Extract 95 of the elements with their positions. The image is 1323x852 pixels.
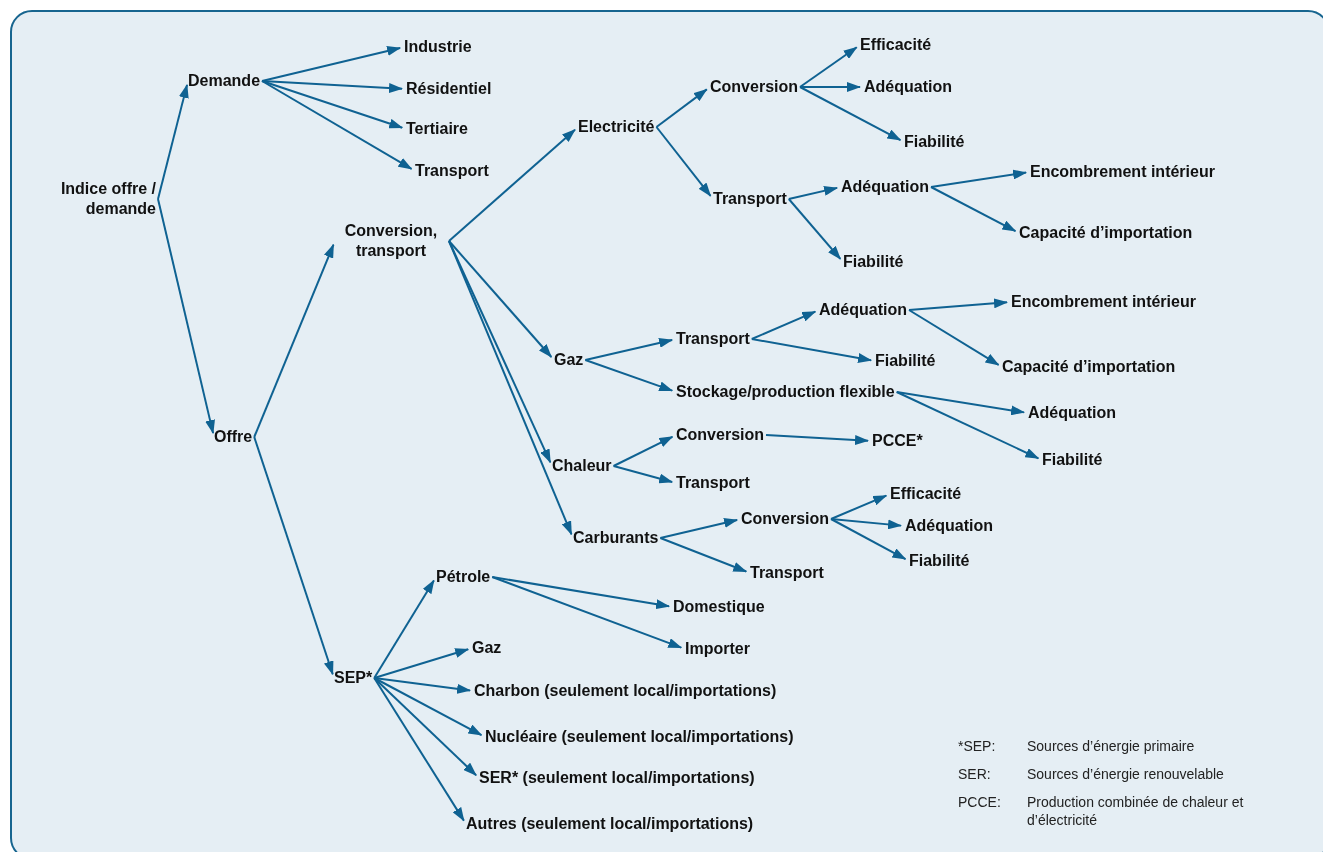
arrow [765, 434, 869, 446]
arrow [373, 677, 483, 737]
glossary-term: *SEP: [958, 737, 996, 755]
arrow [799, 86, 902, 142]
tree-label: Adéquation [819, 300, 907, 320]
tree-label: Adéquation [1028, 403, 1116, 423]
arrow [448, 240, 553, 358]
arrow [373, 579, 435, 679]
tree-label: Fiabilité [904, 132, 965, 152]
glossary-term: SER: [958, 765, 991, 783]
tree-label: Demande [188, 71, 261, 91]
arrow [655, 126, 712, 197]
arrow [655, 88, 708, 128]
arrow [261, 80, 404, 129]
arrow [908, 298, 1008, 311]
tree-label: Transport [676, 329, 750, 349]
tree-label: Transport [415, 161, 489, 181]
tree-label: Efficacité [890, 484, 962, 504]
glossary-definition: Sources d’énergie renouvelable [1027, 765, 1225, 783]
arrow [750, 310, 817, 340]
tree-label: Conversion [741, 509, 829, 529]
arrow [157, 83, 189, 200]
arrow [612, 435, 674, 467]
tree-label: Indice offre / demande [28, 179, 156, 219]
tree-label: Capacité d’importation [1002, 357, 1176, 377]
arrow [830, 494, 888, 520]
tree-label: Efficacité [860, 35, 932, 55]
arrow [261, 46, 402, 82]
arrow [373, 677, 465, 822]
arrow [830, 518, 907, 561]
arrow [491, 576, 683, 649]
tree-label: Gaz [554, 350, 584, 370]
tree-label: Tertiaire [406, 119, 468, 139]
arrow [448, 128, 576, 242]
tree-label: Transport [676, 473, 750, 493]
arrow [253, 436, 334, 676]
tree-label: Transport [713, 189, 787, 209]
arrow [787, 185, 839, 200]
arrow [261, 80, 413, 170]
arrow [612, 465, 674, 484]
arrow [491, 576, 671, 610]
arrow [799, 82, 861, 92]
arrow [157, 198, 215, 435]
arrow [799, 46, 858, 88]
arrow [908, 309, 1000, 366]
arrow [448, 240, 573, 536]
arrow [830, 518, 902, 530]
arrow [750, 338, 873, 363]
arrow [659, 518, 739, 539]
tree-label: Encombrement intérieur [1030, 162, 1215, 182]
arrow [584, 337, 674, 361]
tree-label: Domestique [673, 597, 765, 617]
arrow [261, 80, 403, 94]
glossary-definition: Sources d’énergie primaire [1027, 737, 1196, 755]
arrow [930, 186, 1017, 233]
tree-label: Fiabilité [1042, 450, 1103, 470]
tree-label: SEP* [334, 668, 373, 688]
tree-label: Adéquation [864, 77, 952, 97]
tree-label: SER* (seulement local/importations) [479, 768, 755, 788]
tree-label: Nucléaire (seulement local/importations) [485, 727, 794, 747]
tree-label: Encombrement intérieur [1011, 292, 1196, 312]
tree-label: Adéquation [905, 516, 993, 536]
arrow [373, 648, 470, 679]
tree-label: Electricité [578, 117, 655, 137]
tree-label: Fiabilité [909, 551, 970, 571]
tree-label: Autres (seulement local/importations) [466, 814, 754, 834]
tree-label: Résidentiel [406, 79, 492, 99]
tree-label: Conversion [710, 77, 798, 97]
tree-label: Industrie [404, 37, 472, 57]
tree-label: Chaleur [552, 456, 612, 476]
tree-label: Conversion [676, 425, 764, 445]
arrow [373, 677, 478, 777]
tree-label: Offre [214, 427, 253, 447]
glossary-term: PCCE: [958, 793, 1001, 811]
arrow [659, 537, 748, 573]
tree-label: Fiabilité [875, 351, 936, 371]
tree-label: Transport [750, 563, 824, 583]
tree-label: Stockage/production flexible [676, 382, 895, 402]
tree-label: Carburants [573, 528, 659, 548]
tree-label: Pétrole [436, 567, 491, 587]
tree-label: Charbon (seulement local/importations) [474, 681, 777, 701]
tree-label: Fiabilité [843, 252, 904, 272]
tree-label: Conversion, transport [335, 221, 447, 261]
tree-label: PCCE* [872, 431, 923, 451]
arrow [895, 391, 1040, 460]
arrow [253, 243, 335, 438]
tree-label: Capacité d’importation [1019, 223, 1193, 243]
arrow [787, 198, 842, 260]
arrow [584, 359, 674, 392]
arrow [895, 391, 1026, 416]
glossary-definition: Production combinée de chaleur et d’électricité [1027, 793, 1245, 829]
arrow [930, 169, 1028, 188]
tree-label: Importer [685, 639, 750, 659]
tree-label: Adéquation [841, 177, 929, 197]
tree-label: Gaz [472, 638, 502, 658]
